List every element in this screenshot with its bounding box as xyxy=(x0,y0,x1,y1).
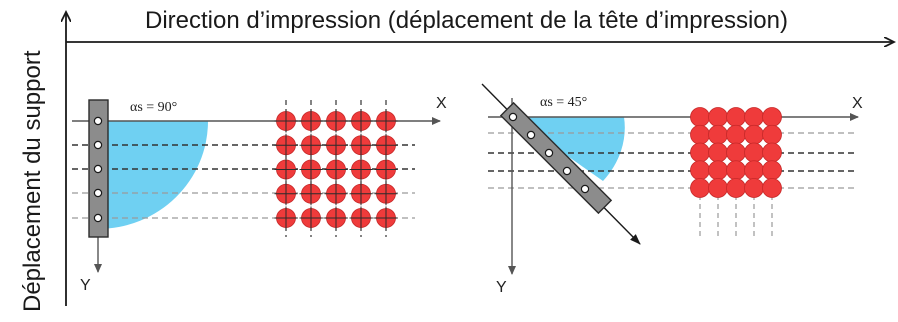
angle-label-left: αs = 90° xyxy=(130,100,177,115)
dot-column-lines-right xyxy=(699,195,773,240)
ink-drop-right xyxy=(708,124,728,145)
ink-drop-right xyxy=(762,178,782,198)
print-direction-label: Direction d’impression (déplacement de l… xyxy=(145,7,788,34)
drop-grid-left xyxy=(274,109,398,230)
angle-label-right: αs = 45° xyxy=(540,95,587,110)
x-axis-label-right: X xyxy=(852,95,863,112)
ink-drop-right xyxy=(744,160,764,181)
angle-sector-left xyxy=(98,121,208,229)
ink-drop-right xyxy=(762,107,782,127)
ink-drop-right xyxy=(744,107,764,127)
ink-drop-right xyxy=(762,142,782,163)
y-axis-label-left: Y xyxy=(80,277,91,294)
panel-right-45deg: X Y αs = 45° xyxy=(481,83,863,296)
ink-drop-right xyxy=(690,160,710,181)
drop-grid-right xyxy=(690,107,782,198)
ink-drop-right xyxy=(708,107,728,127)
ink-drop-right xyxy=(726,107,746,127)
ink-drop-right xyxy=(762,160,782,181)
ink-drop-right xyxy=(744,142,764,163)
ink-drop-right xyxy=(708,160,728,181)
ink-drop-right xyxy=(690,124,710,145)
ink-drop-right xyxy=(690,178,710,198)
ink-drop-right xyxy=(708,178,728,198)
panel-left-90deg: X Y αs = 90° xyxy=(72,95,447,294)
ink-drop-right xyxy=(762,124,782,145)
ink-drop-right xyxy=(690,142,710,163)
ink-drop-right xyxy=(726,142,746,163)
y-axis-label-right: Y xyxy=(496,279,507,296)
substrate-motion-label: Déplacement du support xyxy=(19,50,46,312)
ink-drop-right xyxy=(744,178,764,198)
ink-drop-right xyxy=(726,124,746,145)
ink-drop-right xyxy=(726,178,746,198)
ink-drop-right xyxy=(708,142,728,163)
x-axis-label-left: X xyxy=(436,95,447,112)
ink-drop-right xyxy=(744,124,764,145)
nozzles-right xyxy=(508,112,590,194)
ink-drop-right xyxy=(690,107,710,127)
ink-drop-right xyxy=(726,160,746,181)
nozzles-left xyxy=(93,116,103,223)
